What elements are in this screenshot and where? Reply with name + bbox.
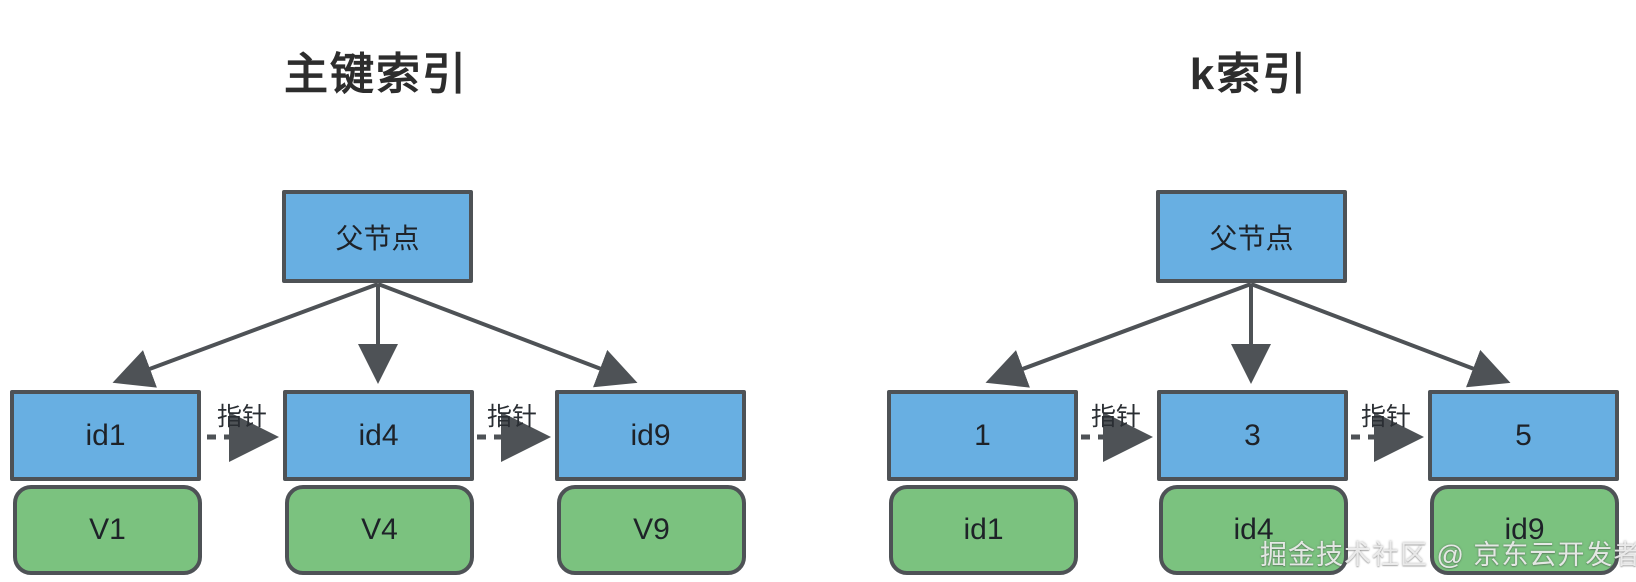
right-diagram-title: k索引 [1189, 50, 1309, 99]
right-value-label-2: id4 [1233, 513, 1274, 546]
right-pointer-label-1: 指针 [1090, 403, 1141, 431]
left-value-node-1: V1 [13, 485, 202, 575]
left-parent-child-arrow-3 [377, 282, 638, 388]
right-leaf-key-1: 1 [974, 418, 991, 452]
left-value-label-2: V4 [361, 513, 398, 546]
left-pointer-label-2: 指针 [486, 403, 537, 431]
left-parent-child-arrow-1 [112, 282, 379, 388]
right-pointer-label-2: 指针 [1360, 403, 1411, 431]
left-leaf-node-3: id9 [555, 390, 746, 481]
right-parent-child-arrow-1 [985, 282, 1252, 388]
left-leaf-node-2: id4 [283, 390, 474, 481]
left-leaf-key-2: id4 [358, 418, 399, 452]
right-leaf-node-2: 3 [1157, 390, 1348, 481]
right-parent-child-arrow-3 [1250, 282, 1511, 388]
right-parent-label: 父节点 [1209, 222, 1294, 254]
right-parent-node: 父节点 [1156, 190, 1347, 283]
right-value-node-2: id4 [1159, 485, 1348, 575]
right-leaf-key-2: 3 [1244, 418, 1261, 452]
left-value-label-3: V9 [633, 513, 670, 546]
right-value-node-1: id1 [889, 485, 1078, 575]
watermark: 掘金技术社区 @ 京东云开发者 [1260, 540, 1636, 570]
right-value-label-3: id9 [1504, 513, 1545, 546]
left-leaf-key-3: id9 [630, 418, 671, 452]
right-leaf-node-1: 1 [887, 390, 1078, 481]
left-value-label-1: V1 [89, 513, 126, 546]
left-parent-label: 父节点 [335, 222, 420, 254]
left-pointer-label-1: 指针 [216, 403, 267, 431]
left-parent-node: 父节点 [282, 190, 473, 283]
left-leaf-node-1: id1 [10, 390, 201, 481]
left-value-node-3: V9 [557, 485, 746, 575]
left-diagram-title: 主键索引 [284, 50, 468, 99]
right-leaf-node-3: 5 [1428, 390, 1619, 481]
right-value-node-3: id9 [1430, 485, 1619, 575]
left-value-node-2: V4 [285, 485, 474, 575]
right-leaf-key-3: 5 [1515, 418, 1532, 452]
left-leaf-key-1: id1 [85, 418, 126, 452]
right-value-label-1: id1 [963, 513, 1004, 546]
